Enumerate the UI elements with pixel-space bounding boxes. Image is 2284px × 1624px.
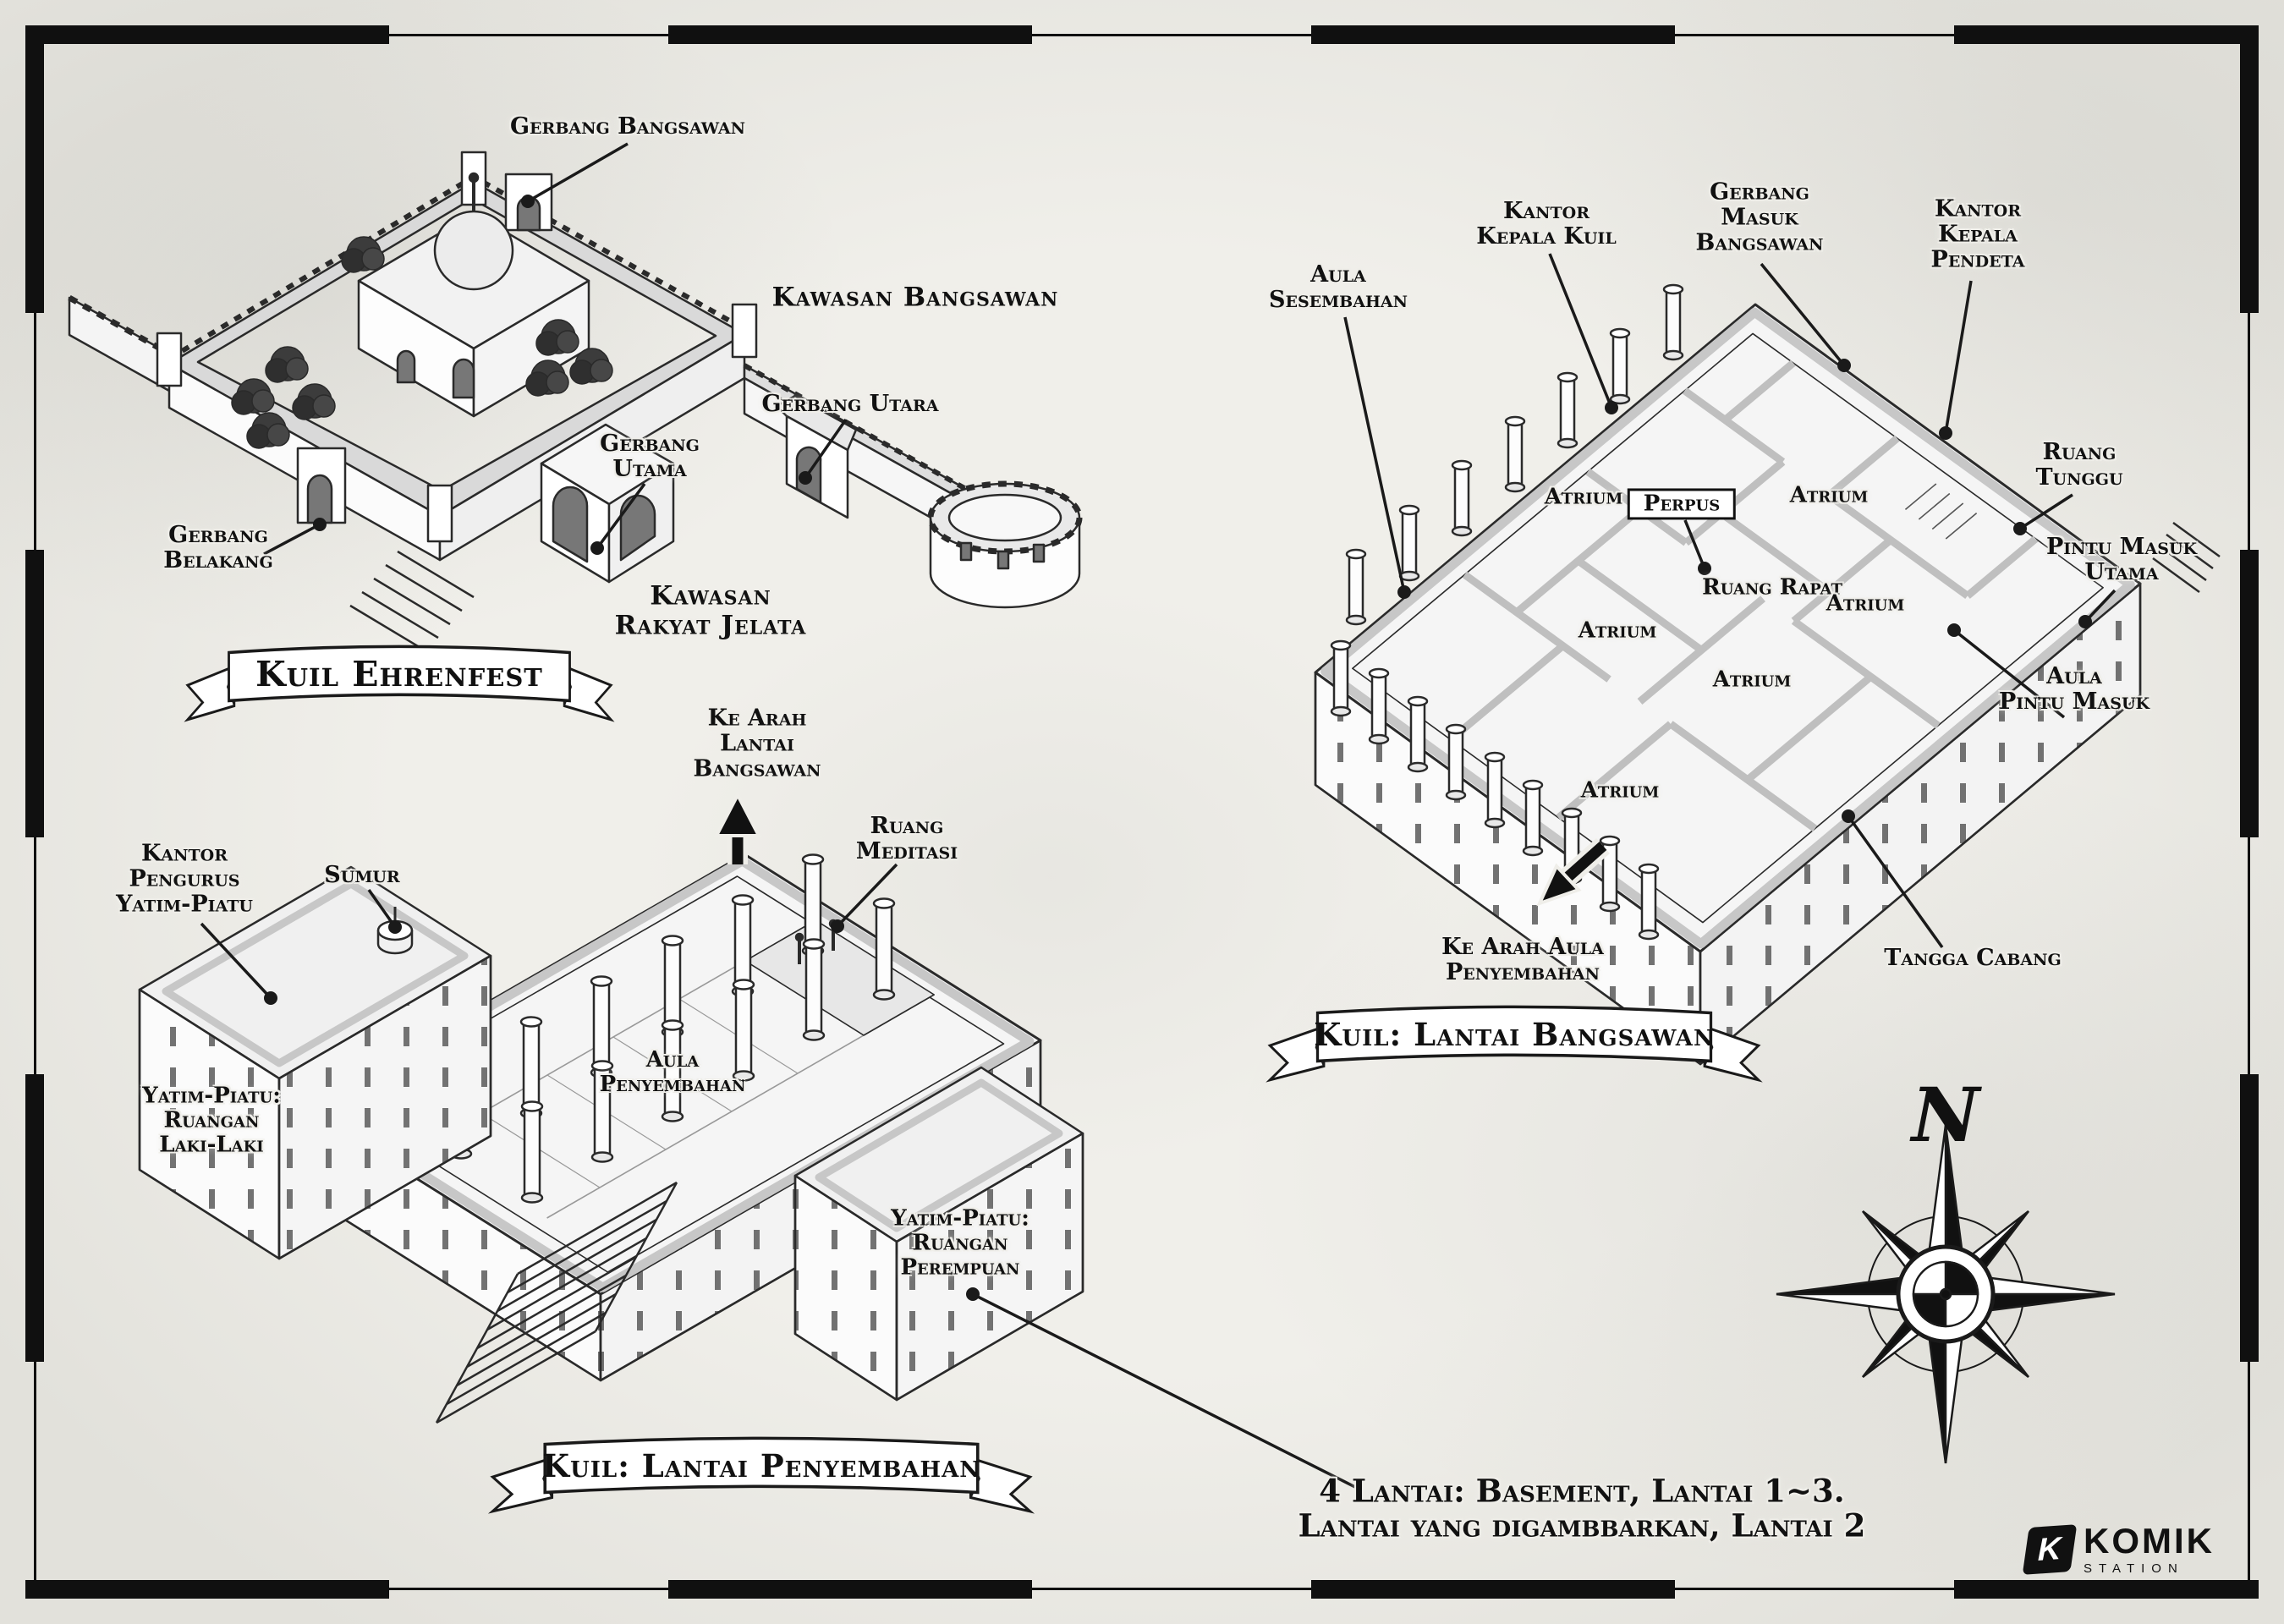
- floor-footnote: 4 Lantai: Basement, Lantai 1~3. Lantai y…: [1298, 1472, 1866, 1544]
- ribbon-graphic: [184, 645, 615, 722]
- compass-north-letter: N: [1911, 1071, 1980, 1159]
- banner-worship-title: Kuil: Lantai Penyembahan: [541, 1447, 981, 1485]
- label-atrium: Atrium: [1826, 590, 1905, 617]
- label-kawasan-rakyat-jelata: Kawasan Rakyat Jelata: [614, 580, 807, 640]
- banner-noble-title: Kuil: Lantai Bangsawan: [1314, 1016, 1715, 1054]
- label-gerbang-utara: Gerbang Utara: [761, 390, 939, 417]
- logo-sub: STATION: [2084, 1561, 2184, 1576]
- label-gerbang-utama: Gerbang Utama: [600, 430, 700, 482]
- banner-lantai-penyembahan: Kuil: Lantai Penyembahan: [482, 1418, 1040, 1522]
- label-atrium: Atrium: [1578, 617, 1657, 644]
- compass-rose: [1776, 1124, 2116, 1464]
- label-ke-arah-aula-penyembahan: Ke Arah Aula Penyembahan: [1441, 933, 1604, 985]
- worship-floor-illustration: [140, 854, 1083, 1423]
- direction-arrows: [713, 791, 1610, 907]
- label-ruang-tunggu: Ruang Tunggu: [2035, 438, 2123, 491]
- temple-complex-illustration: [68, 151, 1083, 653]
- label-atrium: Atrium: [1580, 777, 1660, 804]
- label-ruang-rapat: Ruang Rapat: [1702, 574, 1842, 601]
- label-ruang-meditasi: Ruang Meditasi: [855, 812, 958, 864]
- komik-station-logo: K KOMIK STATION: [2022, 1521, 2215, 1576]
- label-sumur: Sumur: [324, 861, 400, 888]
- label-kantor-kepala-kuil: Kantor Kepala Kuil: [1476, 197, 1617, 250]
- komik-logo-icon: K: [2022, 1523, 2078, 1575]
- logo-name: KOMIK: [2084, 1521, 2215, 1561]
- label-atrium: Atrium: [1544, 484, 1623, 510]
- label-pintu-masuk-utama: Pintu Masuk Utama: [2045, 533, 2198, 585]
- ribbon-graphic: [487, 1436, 1035, 1514]
- label-gerbang-bangsawan: Gerbang Bangsawan: [509, 112, 746, 140]
- label-tangga-cabang: Tangga Cabang: [1884, 944, 2062, 971]
- label-aula-penyembahan: Aula Penyembahan: [599, 1046, 746, 1097]
- label-kantor-pengurus-yatim-piatu: Kantor Pengurus Yatim-Piatu: [116, 840, 253, 919]
- label-atrium: Atrium: [1712, 667, 1792, 693]
- label-aula-sesembahan: Aula Sesembahan: [1268, 261, 1408, 313]
- label-gerbang-masuk-bangsawan: Gerbang Masuk Bangsawan: [1695, 178, 1824, 257]
- label-atrium: Atrium: [1789, 482, 1869, 508]
- label-ke-arah-lantai-bangsawan: Ke Arah Lantai Bangsawan: [693, 705, 821, 783]
- leader-lines: [200, 142, 2117, 1489]
- banner-temple-title: Kuil Ehrenfest: [255, 654, 543, 695]
- ribbon-graphic: [1266, 1005, 1763, 1083]
- label-perpus: Perpus: [1627, 488, 1737, 520]
- label-aula-pintu-masuk: Aula Pintu Masuk: [1998, 662, 2150, 715]
- label-yatim-piatu-perempuan: Yatim-Piatu: Ruangan Perempuan: [891, 1205, 1029, 1281]
- banner-kuil-ehrenfest: Kuil Ehrenfest: [179, 627, 619, 730]
- banner-lantai-bangsawan: Kuil: Lantai Bangsawan: [1260, 987, 1768, 1090]
- label-yatim-piatu-laki: Yatim-Piatu: Ruangan Laki-Laki: [142, 1083, 281, 1158]
- label-kantor-kepala-pendeta: Kantor Kepala Pendeta: [1930, 195, 2025, 274]
- label-kawasan-bangsawan: Kawasan Bangsawan: [771, 282, 1059, 313]
- label-gerbang-belakang: Gerbang Belakang: [163, 521, 273, 573]
